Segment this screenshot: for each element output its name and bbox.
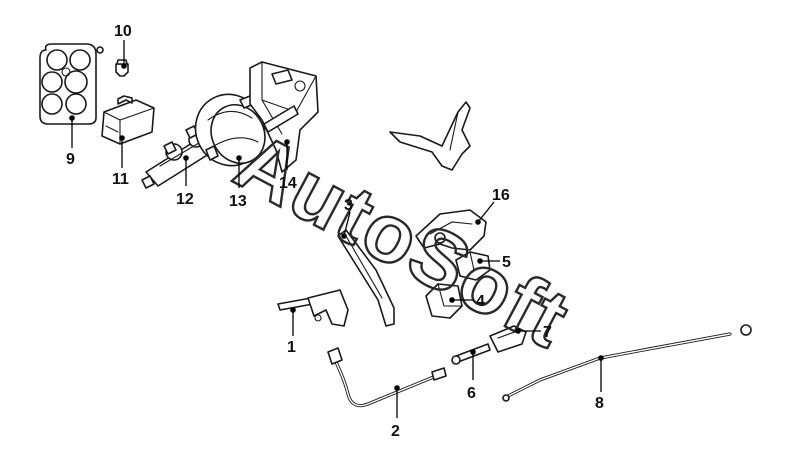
callout-2: 2 bbox=[391, 423, 400, 440]
callout-1: 1 bbox=[287, 339, 296, 356]
part-4-mount bbox=[425, 283, 463, 319]
callout-labels: 1 2 3 4 5 6 7 8 9 10 11 12 13 14 16 bbox=[66, 23, 604, 440]
callout-13: 13 bbox=[229, 193, 247, 210]
callout-8: 8 bbox=[595, 395, 604, 412]
callout-12: 12 bbox=[176, 191, 194, 208]
callout-11: 11 bbox=[112, 171, 129, 188]
part-14-pedal-box bbox=[249, 61, 319, 173]
callout-7: 7 bbox=[543, 324, 552, 341]
part-3-lever bbox=[337, 229, 395, 327]
leader-lines bbox=[69, 40, 604, 418]
part-2-cable bbox=[327, 347, 447, 408]
part-1-rod-bracket bbox=[277, 289, 349, 327]
part-8-cable bbox=[502, 324, 752, 402]
callout-14: 14 bbox=[279, 175, 297, 192]
callout-6: 6 bbox=[467, 385, 476, 402]
part-9-abs-modulator bbox=[39, 43, 104, 125]
callout-10: 10 bbox=[114, 23, 132, 40]
part-16-bracket bbox=[415, 209, 487, 251]
watermark-text: AutoSoft bbox=[222, 116, 584, 366]
part-6-rod bbox=[451, 343, 491, 365]
callout-4: 4 bbox=[476, 293, 485, 310]
callout-9: 9 bbox=[66, 151, 75, 168]
callout-16: 16 bbox=[492, 187, 510, 204]
part-10-fitting bbox=[115, 59, 129, 77]
mounting-bracket bbox=[389, 101, 471, 171]
callout-5: 5 bbox=[502, 254, 511, 271]
callout-3: 3 bbox=[344, 197, 353, 214]
part-11-fluid-reservoir bbox=[101, 95, 155, 145]
